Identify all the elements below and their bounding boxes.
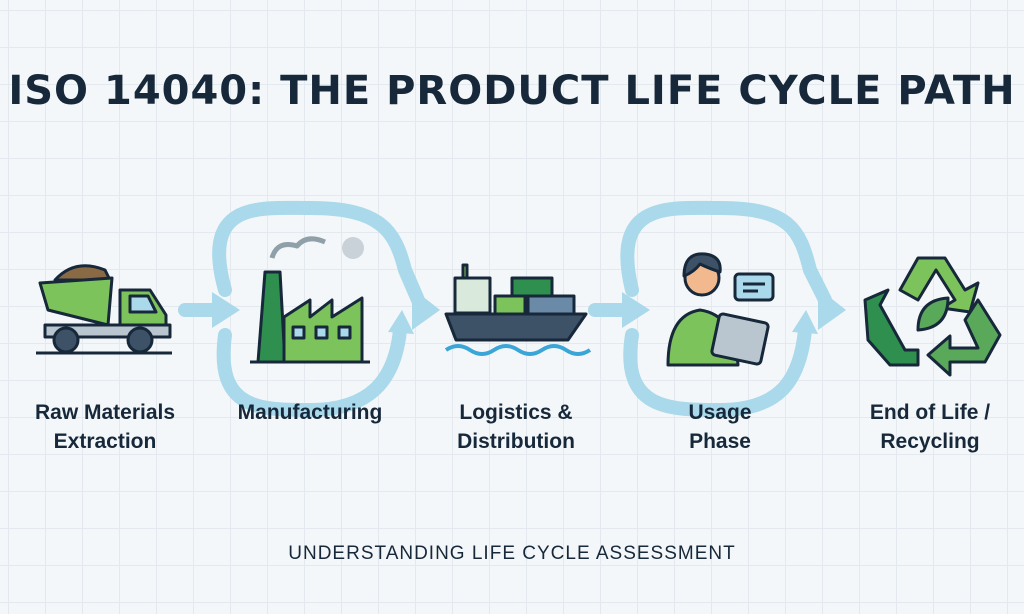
stage-manufacturing: Manufacturing [210, 398, 410, 427]
loop-arrow-usage-bottom [623, 323, 812, 418]
cargo-ship-icon [444, 263, 592, 356]
subtitle: UNDERSTANDING LIFE CYCLE ASSESSMENT [288, 543, 736, 564]
stage-label: Raw Materials [34, 401, 176, 424]
loop-arrow-manufacturing-bottom [216, 323, 407, 418]
stage-label: Extraction [53, 430, 157, 453]
stage-end-of-life: End of Life / Recycling [830, 398, 1024, 456]
recycle-icon [863, 256, 1002, 377]
stage-label: Distribution [457, 430, 575, 453]
stage-label: Phase [689, 430, 751, 453]
stage-label: Logistics & [459, 401, 573, 424]
stage-label: Recycling [880, 430, 980, 453]
stage-label: End of Life / [869, 401, 991, 424]
page-title: ISO 14040: THE PRODUCT LIFE CYCLE PATH [8, 68, 1016, 114]
stage-label: Manufacturing [237, 401, 383, 424]
dump-truck-icon [36, 264, 172, 355]
flow-arrows [178, 200, 832, 418]
loop-arrow-usage-top [620, 200, 832, 307]
stage-label: Usage [688, 401, 752, 424]
stage-logistics: Logistics & Distribution [416, 398, 616, 456]
arrowhead [212, 292, 240, 328]
person-tablet-icon [666, 252, 775, 367]
factory-icon [250, 236, 370, 364]
loop-arrow-manufacturing-top [212, 200, 425, 307]
